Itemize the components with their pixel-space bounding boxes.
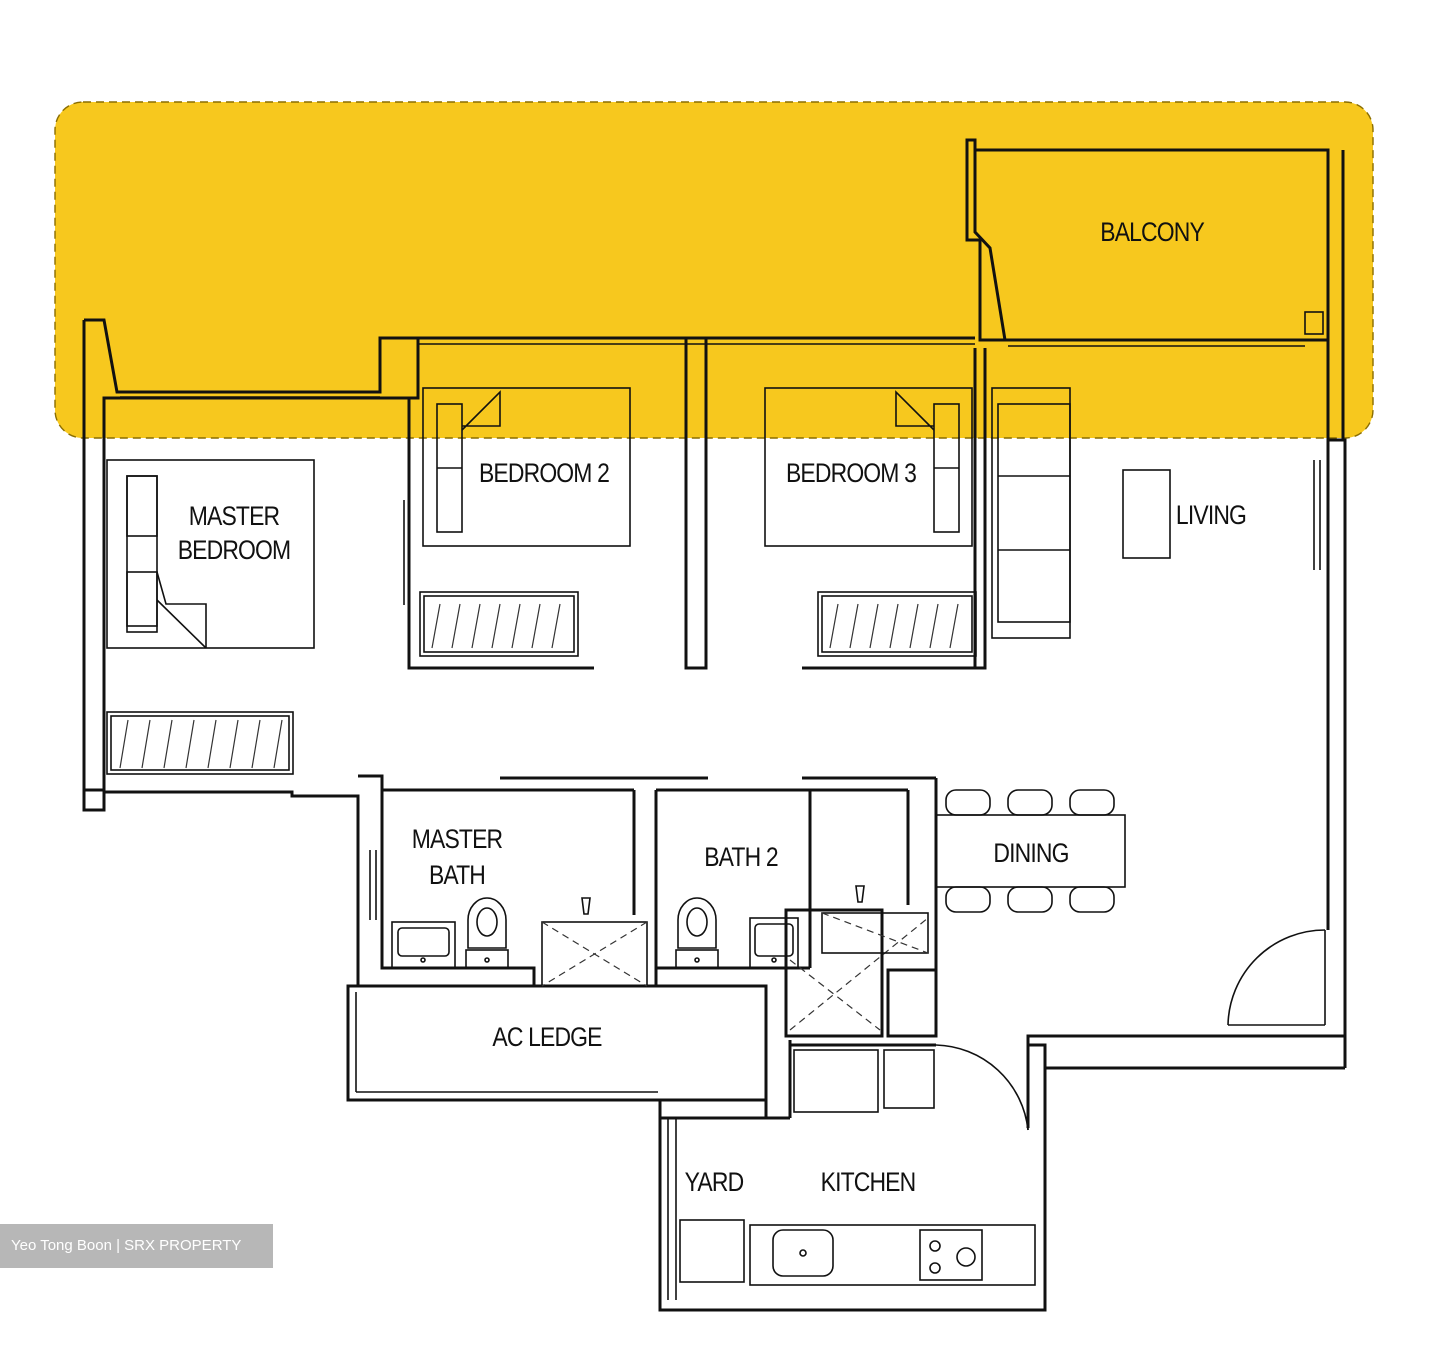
sofa bbox=[991, 387, 1071, 639]
label-balcony: BALCONY bbox=[1100, 217, 1205, 247]
bedroom-3-wardrobe bbox=[817, 591, 977, 657]
label-master-bath-line2: BATH bbox=[429, 860, 485, 890]
master-wardrobe bbox=[106, 711, 294, 775]
bedroom-3-bed bbox=[764, 387, 973, 547]
bedroom-2-wardrobe bbox=[419, 591, 579, 657]
main-door bbox=[1227, 929, 1326, 1026]
label-master-bedroom-line2: BEDROOM bbox=[178, 535, 291, 565]
highlight-zone bbox=[54, 101, 1374, 439]
label-bedroom-2: BEDROOM 2 bbox=[479, 458, 609, 488]
room-labels: BALCONY BEDROOM 2 BEDROOM 3 MASTER BEDRO… bbox=[178, 217, 1247, 1197]
label-bedroom-3: BEDROOM 3 bbox=[786, 458, 916, 488]
dining-table bbox=[935, 789, 1126, 913]
label-master-bath-line1: MASTER bbox=[412, 824, 503, 854]
master-bed bbox=[106, 459, 315, 649]
label-ac-ledge: AC LEDGE bbox=[492, 1022, 601, 1052]
label-master-bedroom-line1: MASTER bbox=[189, 501, 280, 531]
bath-2-fixtures bbox=[675, 885, 929, 1031]
label-yard: YARD bbox=[685, 1167, 744, 1197]
label-kitchen: KITCHEN bbox=[821, 1167, 916, 1197]
label-dining: DINING bbox=[993, 838, 1068, 868]
tv-console bbox=[1122, 469, 1171, 559]
kitchen-fixtures bbox=[679, 1044, 1036, 1286]
bedroom-2-bed bbox=[422, 387, 631, 547]
watermark: Yeo Tong Boon | SRX PROPERTY bbox=[0, 1224, 273, 1268]
master-bath-fixtures bbox=[391, 897, 648, 987]
label-living: LIVING bbox=[1176, 500, 1246, 530]
label-bath-2: BATH 2 bbox=[704, 842, 778, 872]
